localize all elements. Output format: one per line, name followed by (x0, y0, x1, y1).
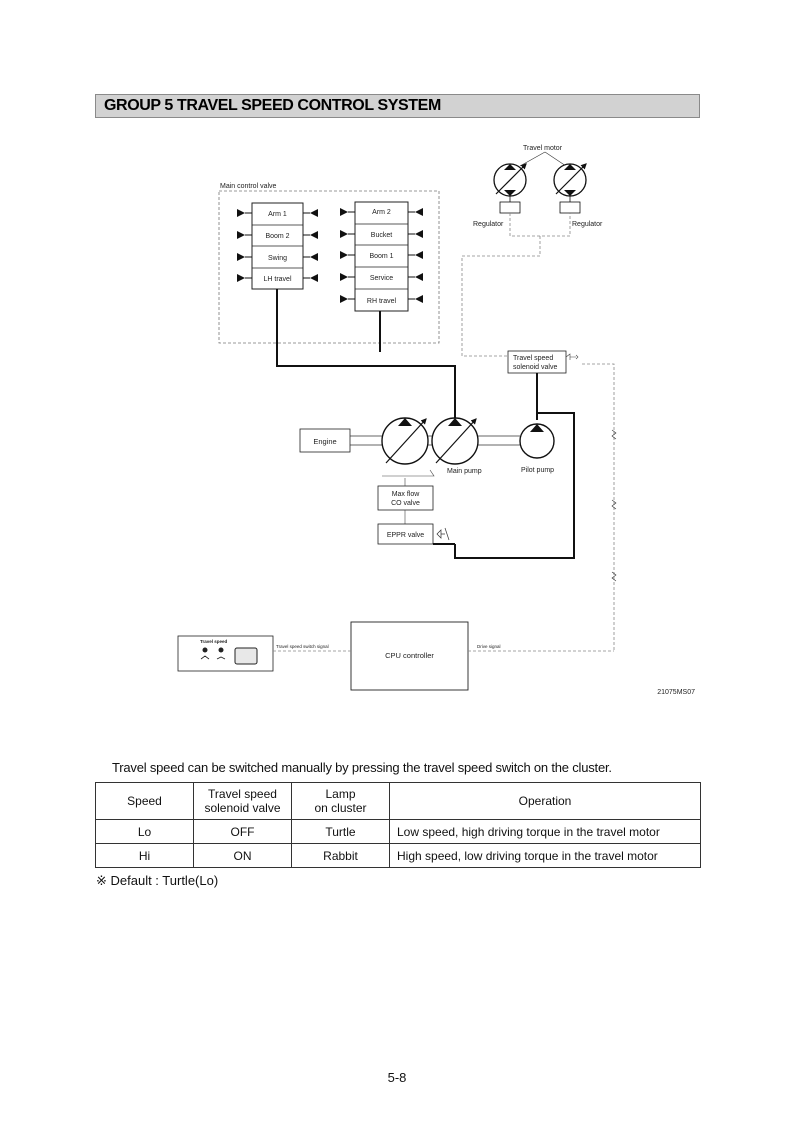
eppr-solenoid-symbol (436, 527, 450, 541)
section-title: GROUP 5 TRAVEL SPEED CONTROL SYSTEM (104, 97, 441, 114)
main-control-valve-label: Main control valve (220, 183, 277, 190)
pilot-pump (519, 423, 555, 459)
spool-swing: Swing (268, 255, 287, 262)
header-operation: Operation (389, 782, 701, 820)
main-pump-label: Main pump (447, 468, 482, 475)
main-pump-left (381, 417, 429, 465)
cell-speed: Lo (95, 819, 194, 844)
engine-block (299, 428, 351, 453)
regulator-label-left: Regulator (473, 221, 504, 228)
main-control-valve-outline (218, 190, 440, 344)
solenoid-label-line1: Travel speed (513, 355, 553, 362)
solenoid-pilot-line (461, 236, 541, 357)
travel-motor-label: Travel motor (523, 145, 563, 152)
switch-signal-label: Travel speed switch signal (276, 644, 329, 649)
header-speed: Speed (95, 782, 194, 820)
turtle-lamp-icon (202, 647, 208, 653)
spool-lh-travel: LH travel (263, 276, 291, 283)
solenoid-label-line2: solenoid valve (513, 364, 557, 371)
eppr-label: EPPR valve (387, 532, 424, 539)
max-flow-co-valve (377, 485, 434, 511)
cell-lamp: Turtle (291, 819, 390, 844)
travel-speed-control-diagram: Main control valve Arm 1 Boom 2 Swing LH… (177, 145, 695, 696)
right-pilot-ports (340, 208, 348, 303)
drive-signal-label: Drive signal (477, 644, 501, 649)
page-number: 5-8 (387, 1070, 407, 1085)
spool-boom-1: Boom 1 (369, 253, 393, 260)
cpu-controller-label: CPU controller (385, 651, 434, 660)
table-row: Lo OFF Turtle Low speed, high driving to… (95, 819, 701, 844)
engine-label: Engine (313, 437, 336, 446)
spool-arm-1: Arm 1 (268, 211, 287, 218)
eppr-valve (377, 523, 434, 545)
pilot-pump-label: Pilot pump (521, 467, 554, 474)
switch-panel-title: Travel speed (200, 639, 228, 644)
regulator-pilot-line (509, 213, 571, 237)
right-spool-stack: Arm 2 Bucket Boom 1 Service RH travel (340, 201, 423, 312)
section-title-bar: GROUP 5 TRAVEL SPEED CONTROL SYSTEM (95, 94, 700, 118)
default-note: ※ Default : Turtle(Lo) (96, 873, 219, 888)
rabbit-lamp-icon (218, 647, 224, 653)
spool-service: Service (370, 275, 393, 282)
left-spool-stack: Arm 1 Boom 2 Swing LH travel (237, 202, 318, 290)
table-row: Hi ON Rabbit High speed, low driving tor… (95, 843, 701, 868)
travel-motor-left (493, 163, 527, 214)
cpu-controller (350, 621, 469, 691)
left-pilot-ports-right (310, 209, 318, 282)
cell-lamp: Rabbit (291, 843, 390, 868)
cell-operation: High speed, low driving torque in the tr… (389, 843, 701, 868)
main-pump-right (431, 417, 479, 465)
right-pilot-ports-right (415, 208, 423, 303)
figure-id: 21075MS07 (657, 689, 695, 696)
cell-operation: Low speed, high driving torque in the tr… (389, 819, 701, 844)
pump-regulator-linkage (382, 469, 435, 477)
cell-solenoid: ON (193, 843, 292, 868)
left-pilot-ports (237, 209, 245, 282)
travel-motor-right (553, 163, 587, 214)
wire-break-marks (611, 429, 617, 582)
lh-travel-line (276, 289, 456, 420)
cell-solenoid: OFF (193, 819, 292, 844)
spool-bucket: Bucket (371, 232, 392, 239)
travel-speed-switch-button[interactable] (234, 647, 258, 665)
cell-speed: Hi (95, 843, 194, 868)
max-flow-label-line1: Max flow (392, 491, 421, 498)
spool-arm-2: Arm 2 (372, 209, 391, 216)
spool-rh-travel: RH travel (367, 298, 397, 305)
spool-boom-2: Boom 2 (265, 233, 289, 240)
drive-signal-wire (582, 363, 615, 650)
max-flow-label-line2: CO valve (391, 500, 420, 507)
regulator-label-right: Regulator (572, 221, 603, 228)
intro-paragraph: Travel speed can be switched manually by… (112, 760, 612, 775)
pilot-return-line (454, 412, 575, 559)
